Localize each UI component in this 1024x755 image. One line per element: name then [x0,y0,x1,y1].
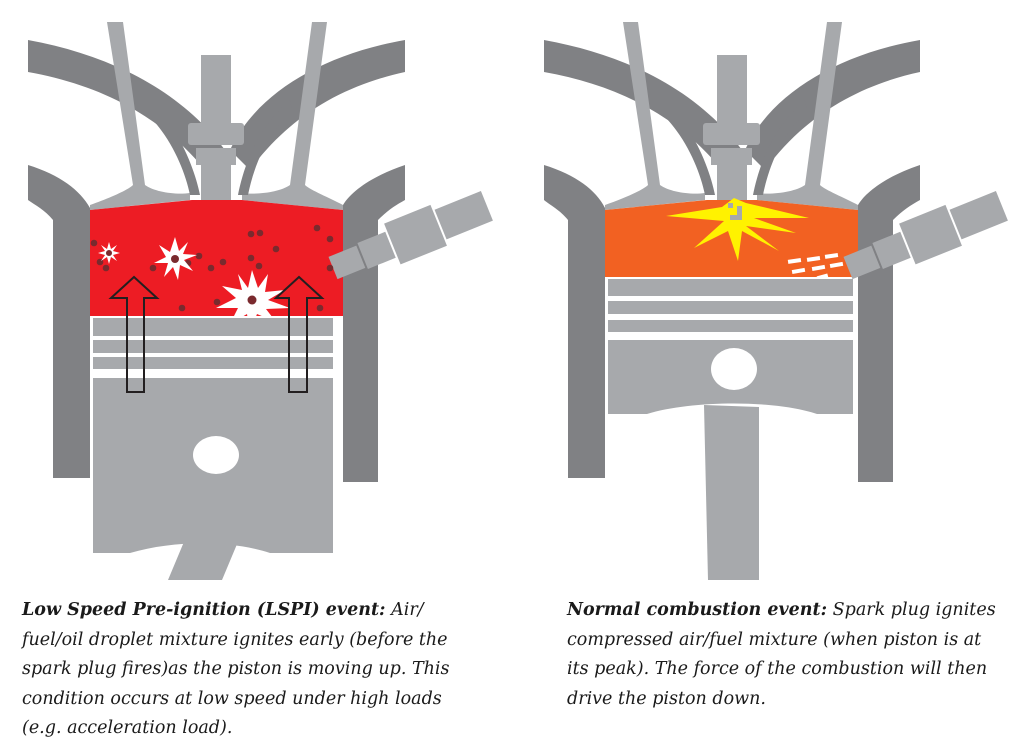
exhaust-port-arc [745,40,920,170]
exhaust-valve [757,22,858,210]
droplet [313,224,321,232]
droplet [316,304,324,312]
normal-combustion-diagram [512,0,1024,580]
pre-ignition-burst-medium [154,237,197,280]
droplet [255,262,263,270]
normal-caption-title: Normal combustion event: [567,600,828,620]
piston [608,279,853,414]
piston [93,318,333,553]
droplet [326,264,334,272]
cylinder-wall-left [28,165,90,478]
up-arrow-left [108,275,160,393]
exhaust-port-arc [230,40,405,170]
droplet [90,239,98,247]
droplet [247,230,255,238]
head-center-left [145,100,200,195]
lspi-diagram [0,0,512,580]
droplet [178,304,186,312]
head-center-right [238,100,292,195]
normal-caption-body: Spark plug ignites compressed air/fuel m… [567,600,996,709]
intake-valve [90,22,190,210]
pre-ignition-burst-small [98,242,120,264]
exhaust-valve [242,22,343,210]
lspi-engine-cylinder [28,22,493,580]
connecting-rod [704,405,759,580]
pre-ignition-burst-large [216,270,290,332]
fuel-spray [787,253,844,281]
cylinder-wall-right [858,165,920,482]
fuel-injector [843,190,1008,280]
droplet [247,254,255,262]
wrist-pin-hole [193,436,239,474]
droplet [326,235,334,243]
head-center-right [753,100,807,195]
droplet [207,264,215,272]
droplet [219,258,227,266]
fuel-injector [328,190,493,280]
spark-plug [703,55,760,200]
droplet [102,264,110,272]
wrist-pin-hole [711,348,757,390]
spark-flame-icon [666,198,809,261]
normal-caption: Normal combustion event: Spark plug igni… [567,596,1007,714]
connecting-rod [168,537,240,580]
head-center-left [660,100,715,195]
droplet [256,229,264,237]
oil-droplets [90,224,334,312]
droplet [195,252,203,260]
droplet [149,264,157,272]
lspi-caption-title: Low Speed Pre-ignition (LSPI) event: [22,600,386,620]
cylinder-wall-left [544,165,605,478]
lspi-caption: Low Speed Pre-ignition (LSPI) event: Air… [22,596,462,744]
droplet [213,298,221,306]
up-arrow-right [273,275,325,393]
intake-valve [605,22,705,210]
combustion-chamber [90,200,343,316]
normal-engine-cylinder [544,22,1008,580]
spark-electrode [728,203,742,220]
droplet [272,245,280,253]
cylinder-wall-right [343,165,405,482]
lspi-caption-body: Air/ fuel/oil droplet mixture ignites ea… [22,600,450,738]
